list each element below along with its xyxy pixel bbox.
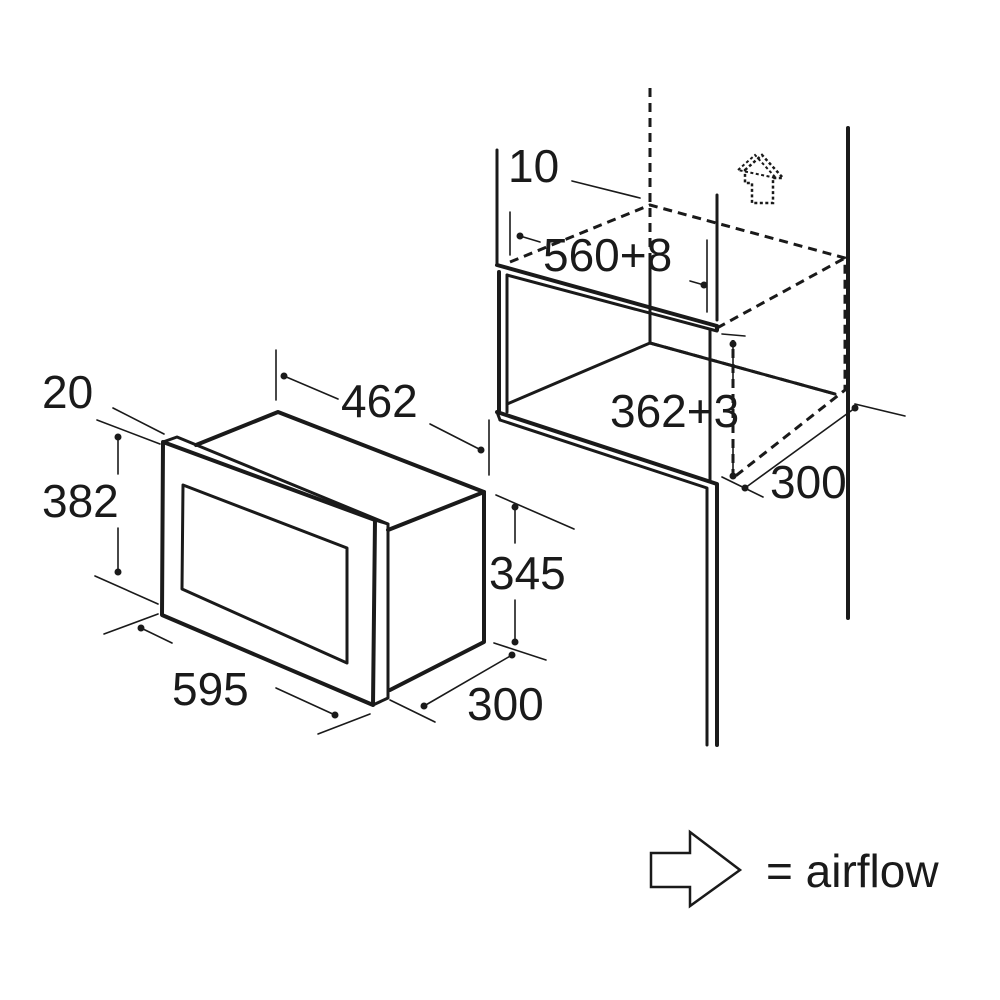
dim-body-height: 345 xyxy=(489,547,566,599)
airflow-up-icon xyxy=(735,153,786,205)
cabinet-dimension-lines xyxy=(509,180,906,498)
dim-opening-depth: 300 xyxy=(770,456,847,508)
microwave-dimension-lines xyxy=(94,349,575,735)
legend-airflow-label: = airflow xyxy=(766,845,939,897)
dim-opening-height: 362+3 xyxy=(610,385,739,437)
microwave-drawing xyxy=(160,410,486,707)
dim-opening-width: 560+8 xyxy=(543,229,672,281)
outline-right-arrow-icon xyxy=(649,829,743,909)
dim-body-depth: 300 xyxy=(467,678,544,730)
dim-front-height: 382 xyxy=(42,475,119,527)
dim-depth-top: 462 xyxy=(341,375,418,427)
dim-front-width: 595 xyxy=(172,663,249,715)
microwave-window xyxy=(180,483,349,665)
dim-side-gap: 10 xyxy=(508,140,559,192)
dim-door-thickness: 20 xyxy=(42,366,93,418)
legend: = airflow xyxy=(649,829,939,909)
microwave-body xyxy=(194,410,486,532)
